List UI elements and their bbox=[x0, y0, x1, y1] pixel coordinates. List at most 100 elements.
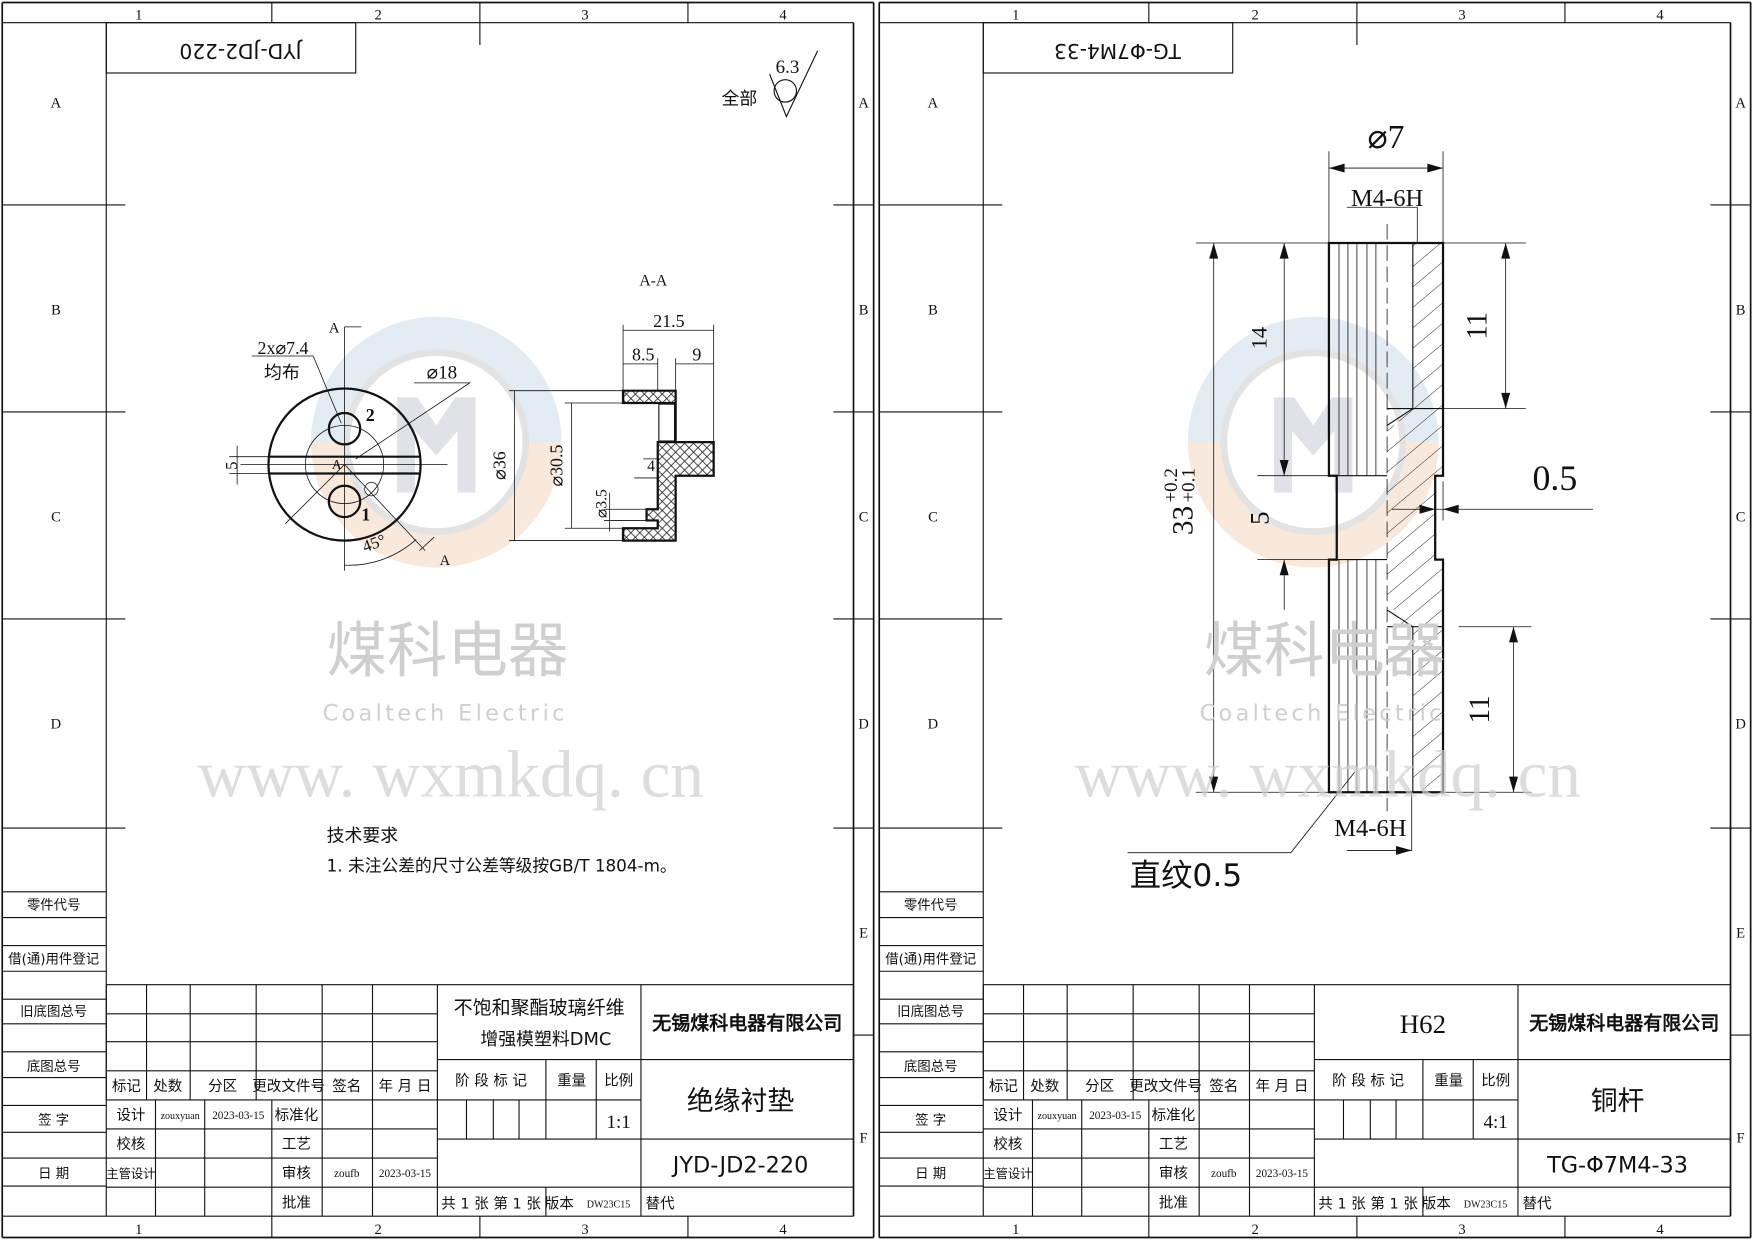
sheet-frame: 11223344AABBCCDDEF零件代号借(通)用件登记旧底图总号底图总号签… bbox=[878, 1, 1752, 1239]
length-11-top: 11 bbox=[1462, 312, 1494, 340]
row-label: B bbox=[859, 303, 869, 319]
length-a: 8.5 bbox=[632, 344, 654, 364]
thread-top: M4-6H bbox=[1351, 185, 1424, 212]
company-name: 无锡煤科电器有限公司 bbox=[1529, 1011, 1719, 1034]
dia-small: ⌀3.5 bbox=[593, 489, 610, 518]
row-label: B bbox=[1736, 303, 1746, 319]
column-label: 3 bbox=[581, 7, 588, 23]
side-table-label: 借(通)用件登记 bbox=[885, 951, 976, 967]
row-label: B bbox=[928, 303, 938, 319]
column-label: 3 bbox=[1458, 7, 1465, 23]
company-name: 无锡煤科电器有限公司 bbox=[652, 1011, 842, 1034]
section-mark-bottom: A bbox=[440, 553, 451, 569]
designer-name: zouxyuan bbox=[161, 1111, 200, 1122]
side-table-label: 底图总号 bbox=[27, 1059, 81, 1075]
row-label: F bbox=[860, 1130, 868, 1146]
side-table-label: 签 字 bbox=[915, 1111, 946, 1128]
row-label: E bbox=[1736, 926, 1745, 942]
title-header-label: 签名 bbox=[332, 1078, 361, 1095]
length-14: 14 bbox=[1246, 327, 1271, 349]
row-label: A bbox=[928, 96, 939, 112]
length-value: 33 bbox=[1167, 506, 1199, 535]
standard-label: 标准化 bbox=[275, 1107, 319, 1124]
version-label: 版本 bbox=[545, 1195, 575, 1212]
scale-value: 1:1 bbox=[606, 1112, 630, 1133]
design-date: 2023-03-15 bbox=[1089, 1110, 1142, 1122]
design-label: 设计 bbox=[116, 1107, 145, 1124]
replace-label: 替代 bbox=[1522, 1195, 1552, 1212]
side-table-label: 日 期 bbox=[915, 1166, 946, 1182]
side-table-label: 零件代号 bbox=[904, 898, 958, 914]
length-b: 9 bbox=[692, 344, 701, 364]
row-label: D bbox=[928, 717, 939, 733]
row-label: B bbox=[51, 303, 61, 319]
thread-bottom: M4-6H bbox=[1334, 815, 1407, 842]
hole-label-1: 1 bbox=[361, 504, 370, 524]
side-table-label: 旧底图总号 bbox=[20, 1004, 87, 1020]
title-header-label: 标记 bbox=[112, 1078, 141, 1095]
holes-dim: 2x⌀7.4 bbox=[258, 338, 309, 358]
roughness-scope: 全部 bbox=[722, 88, 758, 109]
part-name: 铜杆 bbox=[1591, 1086, 1645, 1117]
row-label: A bbox=[51, 96, 62, 112]
check-label: 校核 bbox=[993, 1136, 1022, 1153]
side-table-label: 底图总号 bbox=[904, 1059, 958, 1075]
approve-label: 批准 bbox=[1159, 1194, 1188, 1211]
hole-label-2: 2 bbox=[366, 405, 375, 425]
tech-title: 技术要求 bbox=[327, 825, 399, 846]
column-label: 1 bbox=[1012, 1222, 1019, 1238]
slot-dim: 5 bbox=[222, 461, 241, 469]
scale-label: 比例 bbox=[1481, 1072, 1510, 1089]
side-table-label: 旧底图总号 bbox=[897, 1004, 964, 1020]
tech-note: 1. 未注公差的尺寸公差等级按GB/T 1804-m。 bbox=[327, 856, 677, 876]
row-label: D bbox=[51, 717, 62, 733]
length-5: 5 bbox=[1245, 511, 1275, 524]
process-label: 工艺 bbox=[282, 1136, 311, 1153]
title-header-label: 分区 bbox=[208, 1078, 237, 1095]
side-table-label: 借(通)用件登记 bbox=[8, 951, 99, 967]
roughness-value: 6.3 bbox=[776, 57, 800, 78]
check-label: 校核 bbox=[116, 1136, 145, 1153]
dia-dim: ⌀7 bbox=[1367, 119, 1404, 156]
front-view bbox=[229, 326, 472, 571]
title-header-label: 标记 bbox=[989, 1078, 1018, 1095]
weight-label: 重量 bbox=[557, 1072, 586, 1089]
column-label: 1 bbox=[135, 7, 142, 23]
watermark-cn: 煤科电器 bbox=[327, 616, 569, 686]
sheet-copper-rod: TG-Φ7M4-33 煤科电器 Coaltech Electric www bbox=[982, 22, 1593, 894]
column-label: 1 bbox=[1012, 7, 1019, 23]
watermark-url: www. wxmkdq. cn bbox=[1075, 737, 1581, 812]
sheet-insulating-pad: 煤科电器 Coaltech Electric www. wxmkdq. cn J… bbox=[105, 22, 819, 876]
title-header-label: 签名 bbox=[1209, 1078, 1238, 1095]
dia-outer: ⌀36 bbox=[490, 451, 510, 480]
version-label: 版本 bbox=[1422, 1195, 1452, 1212]
row-label: D bbox=[858, 717, 868, 733]
title-header-label: 处数 bbox=[153, 1078, 183, 1095]
review-date: 2023-03-15 bbox=[1256, 1168, 1309, 1180]
standard-label: 标准化 bbox=[1152, 1107, 1196, 1124]
column-label: 2 bbox=[1251, 7, 1258, 23]
row-label: A bbox=[858, 96, 869, 112]
column-label: 4 bbox=[779, 7, 787, 23]
review-date: 2023-03-15 bbox=[379, 1168, 432, 1180]
title-header-label: 更改文件号 bbox=[252, 1078, 325, 1095]
material-line: 增强模塑料DMC bbox=[480, 1029, 611, 1050]
design-label: 设计 bbox=[993, 1107, 1022, 1124]
part-code: TG-Φ7M4-33 bbox=[1546, 1153, 1688, 1179]
pcd-dim: ⌀18 bbox=[427, 362, 457, 383]
column-label: 4 bbox=[1656, 7, 1664, 23]
column-label: 4 bbox=[779, 1222, 787, 1238]
chief-label: 主管设计 bbox=[983, 1166, 1032, 1181]
tolerance-lower: +0.1 bbox=[1179, 468, 1200, 502]
row-label: C bbox=[859, 510, 869, 526]
version-value: DW23C15 bbox=[587, 1199, 631, 1210]
tolerance-upper: +0.2 bbox=[1161, 468, 1182, 502]
watermark-cn: 煤科电器 bbox=[1204, 616, 1446, 686]
row-label: C bbox=[1736, 510, 1746, 526]
designer-name: zouxyuan bbox=[1038, 1111, 1077, 1122]
row-label: D bbox=[1735, 717, 1746, 733]
column-label: 3 bbox=[581, 1222, 588, 1238]
section-title: A-A bbox=[639, 273, 668, 290]
stage-label: 阶 段 标 记 bbox=[455, 1072, 527, 1089]
row-label: C bbox=[51, 510, 61, 526]
